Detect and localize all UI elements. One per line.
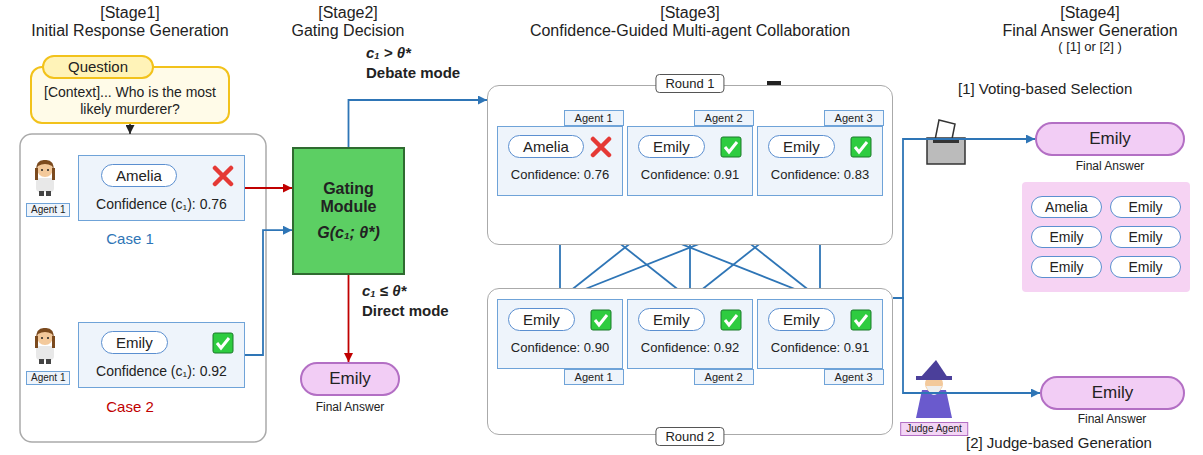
stage-heading: Gating Decision bbox=[292, 22, 405, 40]
connector bbox=[245, 187, 292, 189]
answer-pill: Emily bbox=[638, 135, 705, 158]
confidence-text: Confidence (c₁): 0.76 bbox=[89, 196, 234, 212]
confidence-text: Confidence: 0.91 bbox=[768, 340, 872, 355]
answer-caption: Final Answer bbox=[1078, 413, 1147, 427]
stage-heading: Final Answer Generation bbox=[1002, 22, 1177, 40]
vote-pill: Emily bbox=[1110, 226, 1181, 248]
agent-tag: Agent 2 bbox=[694, 369, 754, 385]
connector bbox=[893, 139, 1035, 298]
answer-pill: Amelia bbox=[508, 135, 584, 158]
case-label: Case 2 bbox=[106, 398, 154, 415]
vote-pill: Emily bbox=[1110, 256, 1181, 278]
agent-box: Agent 3EmilyConfidence: 0.83 bbox=[757, 126, 883, 196]
stage-note: ( [1] or [2] ) bbox=[1058, 40, 1122, 55]
vote-pill: Emily bbox=[1031, 256, 1102, 278]
check-mark bbox=[212, 332, 234, 354]
connector bbox=[348, 275, 350, 362]
vote-pill: Emily bbox=[1110, 196, 1181, 218]
stage-heading: Initial Response Generation bbox=[31, 22, 228, 40]
vote-pool: AmeliaEmilyEmilyEmilyEmilyEmily bbox=[1022, 182, 1190, 292]
stage-heading: [Stage1] bbox=[100, 4, 160, 22]
confidence-text: Confidence (c₁): 0.92 bbox=[89, 363, 234, 379]
agent-tag: Agent 3 bbox=[824, 369, 884, 385]
question-text: [Context]... Who is the most likely murd… bbox=[40, 84, 220, 118]
stage-panel bbox=[20, 134, 266, 442]
answer-caption: Final Answer bbox=[316, 401, 385, 415]
condition-label: c₁ > θ* bbox=[366, 44, 411, 61]
response-box: AmeliaConfidence (c₁): 0.76 bbox=[78, 155, 245, 221]
agent-box: Agent 2EmilyConfidence: 0.92 bbox=[627, 299, 753, 369]
method-label: [1] Voting-based Selection bbox=[958, 80, 1132, 97]
answer-caption: Final Answer bbox=[1076, 160, 1145, 174]
check-mark bbox=[850, 136, 872, 158]
answer-pill: Amelia bbox=[101, 164, 177, 187]
vote-pill: Amelia bbox=[1031, 196, 1102, 218]
round-label: Round 2 bbox=[655, 427, 724, 446]
round-panel: Round 1Agent 1AmeliaConfidence: 0.76Agen… bbox=[487, 85, 893, 245]
stage-heading: Confidence-Guided Multi-agent Collaborat… bbox=[530, 22, 850, 40]
agent-box: Agent 3EmilyConfidence: 0.91 bbox=[757, 299, 883, 369]
answer-text: Emily bbox=[1089, 129, 1131, 149]
vote-pill: Emily bbox=[1031, 226, 1102, 248]
connector bbox=[349, 100, 488, 147]
check-mark bbox=[720, 136, 742, 158]
answer-pill: Emily bbox=[638, 308, 705, 331]
answer-pill: Emily bbox=[101, 331, 168, 354]
confidence-text: Confidence: 0.76 bbox=[508, 167, 612, 182]
ballot-icon bbox=[927, 120, 965, 164]
agent-box: Agent 1AmeliaConfidence: 0.76 bbox=[497, 126, 623, 196]
final-answer-pill: Emily bbox=[1035, 122, 1185, 156]
check-mark bbox=[850, 309, 872, 331]
module-name: Gating Module bbox=[300, 180, 397, 216]
condition-label: c₁ ≤ θ* bbox=[362, 282, 406, 299]
check-mark bbox=[720, 309, 742, 331]
answer-text: Emily bbox=[329, 369, 371, 389]
flow-arrow bbox=[129, 124, 131, 134]
confidence-text: Confidence: 0.91 bbox=[638, 167, 742, 182]
judge-tag: Judge Agent bbox=[900, 422, 968, 436]
agent-tag: Agent 1 bbox=[564, 110, 624, 126]
round-panel: Round 2Agent 1EmilyConfidence: 0.90Agent… bbox=[487, 288, 893, 435]
cross-mark bbox=[590, 136, 612, 158]
answer-pill: Emily bbox=[768, 308, 835, 331]
response-box: EmilyConfidence (c₁): 0.92 bbox=[78, 322, 245, 388]
confidence-text: Confidence: 0.83 bbox=[768, 167, 872, 182]
confidence-text: Confidence: 0.90 bbox=[508, 340, 612, 355]
gating-module: Gating ModuleG(c₁; θ*) bbox=[292, 147, 405, 275]
method-label: [2] Judge-based Generation bbox=[966, 434, 1152, 451]
stage-heading: [Stage3] bbox=[660, 4, 720, 22]
agent-box: Agent 1EmilyConfidence: 0.90 bbox=[497, 299, 623, 369]
agent-tag: Agent 2 bbox=[694, 110, 754, 126]
case-label: Case 1 bbox=[106, 230, 154, 247]
answer-pill: Emily bbox=[508, 308, 575, 331]
agent-tag: Agent 1 bbox=[26, 371, 70, 385]
round-label: Round 1 bbox=[655, 74, 724, 93]
question-box: Question[Context]... Who is the most lik… bbox=[30, 66, 230, 124]
agent-tag: Agent 1 bbox=[564, 369, 624, 385]
question-tab: Question bbox=[42, 55, 154, 79]
check-mark bbox=[590, 309, 612, 331]
answer-text: Emily bbox=[1092, 383, 1134, 403]
agent-tag: Agent 3 bbox=[824, 110, 884, 126]
mode-label: Debate mode bbox=[366, 64, 460, 81]
connector bbox=[893, 298, 1040, 393]
agent-tag: Agent 1 bbox=[26, 203, 70, 217]
confidence-text: Confidence: 0.92 bbox=[638, 340, 742, 355]
mode-label: Direct mode bbox=[362, 302, 449, 319]
final-answer-pill: Emily bbox=[1040, 376, 1185, 410]
stage-heading: [Stage2] bbox=[318, 4, 378, 22]
agent-avatar bbox=[35, 160, 55, 196]
final-answer-pill: Emily bbox=[300, 362, 400, 396]
agent-avatar bbox=[35, 328, 55, 364]
agent-box: Agent 2EmilyConfidence: 0.91 bbox=[627, 126, 753, 196]
stage-heading: [Stage4] bbox=[1060, 4, 1120, 22]
answer-pill: Emily bbox=[768, 135, 835, 158]
gate-formula: G(c₁; θ*) bbox=[317, 224, 380, 242]
connector bbox=[245, 230, 292, 355]
judge-icon bbox=[916, 360, 952, 418]
cross-mark bbox=[212, 165, 234, 187]
